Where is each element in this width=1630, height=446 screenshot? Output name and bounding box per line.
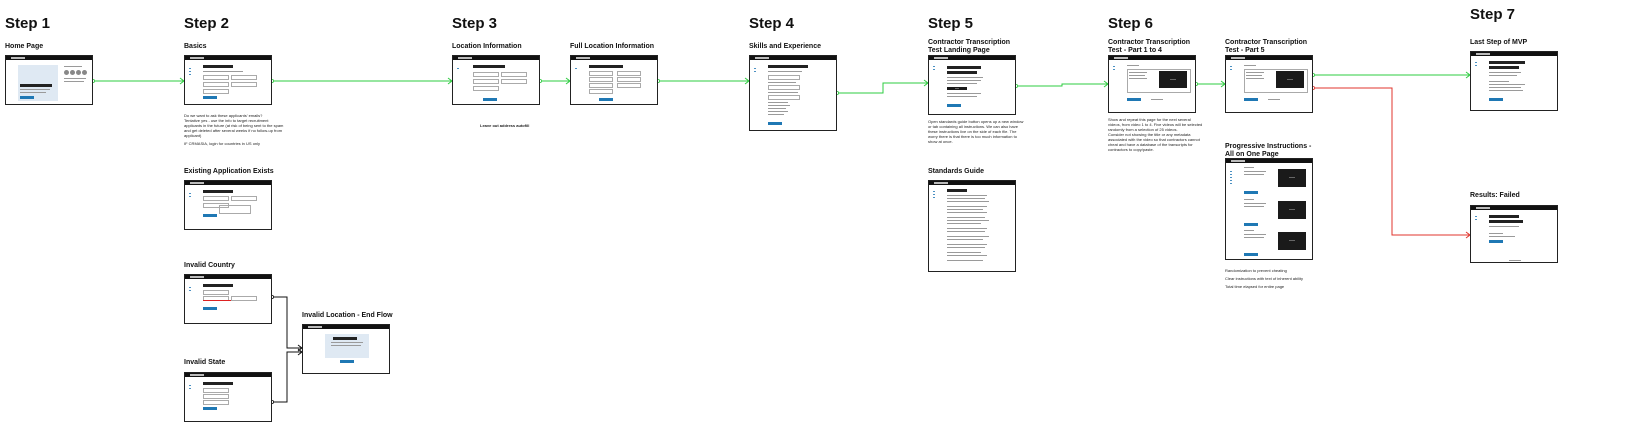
basics-title: Basics bbox=[184, 43, 207, 50]
part-5-title-line1: Contractor Transcription bbox=[1225, 39, 1308, 46]
full-location-information-screen[interactable] bbox=[570, 55, 658, 105]
invalid-location-title: Invalid Location - End Flow bbox=[302, 312, 393, 319]
step-2-heading: Step 2 bbox=[184, 15, 230, 32]
last-step-screen[interactable] bbox=[1470, 51, 1558, 111]
location-note: Leave out address autofill bbox=[480, 123, 530, 128]
connector-country-invalid bbox=[272, 296, 302, 349]
step-4-heading: Step 4 bbox=[749, 15, 795, 32]
connector-landing-part14 bbox=[1016, 83, 1108, 87]
landing-note: Open standards guide button opens up a n… bbox=[928, 119, 1024, 144]
invalid-country-screen[interactable] bbox=[184, 274, 272, 324]
existing-application-screen[interactable] bbox=[184, 180, 272, 230]
progressive-note: Randomization to prevent cheating Clear … bbox=[1225, 268, 1304, 289]
part-5-screen[interactable] bbox=[1225, 55, 1313, 113]
connector-skills-landing bbox=[837, 82, 928, 94]
step-7-heading: Step 7 bbox=[1470, 6, 1516, 23]
skills-experience-title: Skills and Experience bbox=[749, 43, 821, 50]
part-1-4-title-line2: Test - Part 1 to 4 bbox=[1108, 47, 1162, 54]
part-5-title-line2: Test - Part 5 bbox=[1225, 47, 1265, 54]
home-page-screen[interactable] bbox=[5, 55, 93, 105]
step-6-heading: Step 6 bbox=[1108, 15, 1154, 32]
part-1-4-title-line1: Contractor Transcription bbox=[1108, 39, 1191, 46]
step-1-heading: Step 1 bbox=[5, 15, 51, 32]
invalid-state-title: Invalid State bbox=[184, 359, 226, 366]
full-location-information-title: Full Location Information bbox=[570, 43, 654, 50]
standards-guide-title: Standards Guide bbox=[928, 168, 985, 175]
progressive-instructions-screen[interactable] bbox=[1225, 158, 1313, 260]
standards-guide-screen[interactable] bbox=[928, 180, 1016, 272]
progressive-title-line2: All on One Page bbox=[1225, 151, 1279, 158]
basics-screen[interactable] bbox=[184, 55, 272, 105]
connector-part5-failed bbox=[1313, 87, 1470, 236]
landing-page-title-line2: Test Landing Page bbox=[928, 47, 990, 54]
results-failed-title: Results: Failed bbox=[1470, 192, 1520, 199]
landing-page-title-line1: Contractor Transcription bbox=[928, 39, 1011, 46]
invalid-country-title: Invalid Country bbox=[184, 262, 235, 269]
existing-application-title: Existing Application Exists bbox=[184, 168, 274, 175]
last-step-title: Last Step of MVP bbox=[1470, 39, 1528, 46]
step-3-heading: Step 3 bbox=[452, 15, 498, 32]
invalid-state-screen[interactable] bbox=[184, 372, 272, 422]
landing-page-screen[interactable] bbox=[928, 55, 1016, 115]
part-1-4-screen[interactable] bbox=[1108, 55, 1196, 113]
skills-experience-screen[interactable] bbox=[749, 55, 837, 131]
location-information-screen[interactable] bbox=[452, 55, 540, 105]
results-failed-screen[interactable] bbox=[1470, 205, 1558, 263]
part-1-4-note: Show and repeat this page for the next s… bbox=[1108, 117, 1203, 152]
basics-note: Do we want to ask these applicants' emai… bbox=[184, 113, 284, 146]
home-page-title: Home Page bbox=[5, 43, 44, 50]
location-information-title: Location Information bbox=[452, 43, 522, 50]
invalid-location-screen[interactable] bbox=[302, 324, 390, 374]
step-5-heading: Step 5 bbox=[928, 15, 974, 32]
connector-state-invalid bbox=[272, 351, 302, 403]
progressive-title-line1: Progressive Instructions - bbox=[1225, 143, 1312, 150]
